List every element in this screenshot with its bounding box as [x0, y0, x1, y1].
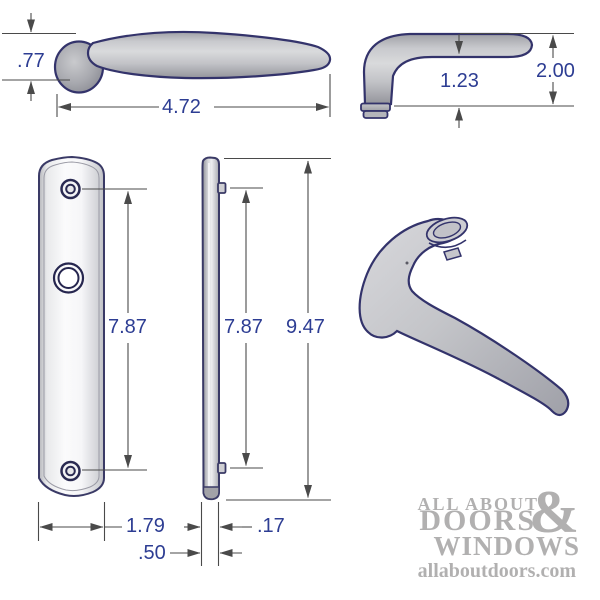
- dim-label-plate-width: 1.79: [124, 515, 167, 537]
- dim-label-plate-overall-height: 9.47: [284, 316, 327, 338]
- lever-3d-collar-inner: [432, 221, 462, 239]
- screw-boss-top: [217, 182, 227, 194]
- backplate-side-view: [201, 156, 227, 501]
- dim-label-lever-height: .77: [15, 50, 47, 72]
- lever-end-view: [360, 32, 534, 119]
- lever-3d-surface-dot: [405, 261, 409, 265]
- dim-lines-backplate-side: [170, 157, 331, 566]
- dim-label-plate-depth: .50: [136, 542, 168, 564]
- brand-logo: & ALL ABOUT DOORS WINDOWS allaboutdoors.…: [415, 479, 585, 584]
- dim-lines-lever-end: [394, 32, 574, 128]
- logo-line-all-about: ALL ABOUT: [417, 494, 539, 514]
- lever-side-view: [53, 30, 332, 94]
- screw-hole-top-inner: [65, 183, 76, 195]
- backplate-bevel: [43, 161, 100, 492]
- spindle-flange: [360, 102, 391, 112]
- spindle-hole-inner: [57, 267, 80, 289]
- dim-label-plate-hole-spacing-side: 7.87: [222, 316, 265, 338]
- dim-label-lever-drop: 1.23: [438, 70, 481, 92]
- logo-ampersand: &: [529, 479, 579, 545]
- dim-label-boss-depth: .17: [255, 515, 287, 537]
- screw-boss-bottom: [217, 462, 227, 474]
- backplate-side-bottom-cap: [202, 486, 220, 500]
- spindle-stub: [362, 110, 389, 119]
- lever-3d-collar-tab: [443, 247, 462, 261]
- backplate-side-strip: [201, 156, 220, 501]
- dim-label-lever-overall-height: 2.00: [534, 60, 577, 82]
- lever-3d-view: [358, 216, 570, 417]
- dim-lines-backplate-front: [37, 188, 147, 541]
- logo-website: allaboutdoors.com: [417, 560, 576, 582]
- lever-body: [86, 30, 332, 80]
- screw-hole-bottom-inner: [65, 465, 76, 477]
- logo-line-doors: DOORS: [419, 504, 536, 537]
- logo-line-windows: WINDOWS: [433, 531, 580, 561]
- lever-end-body: [362, 32, 534, 106]
- backplate-outline: [38, 155, 105, 497]
- lever-3d-body: [358, 218, 570, 417]
- lever-3d-collar-band: [428, 239, 467, 249]
- dim-label-plate-hole-spacing-front: 7.87: [106, 316, 149, 338]
- backplate-front-view: [38, 155, 105, 497]
- dim-lines-lever-side: [2, 13, 331, 117]
- dim-label-lever-length: 4.72: [160, 96, 203, 118]
